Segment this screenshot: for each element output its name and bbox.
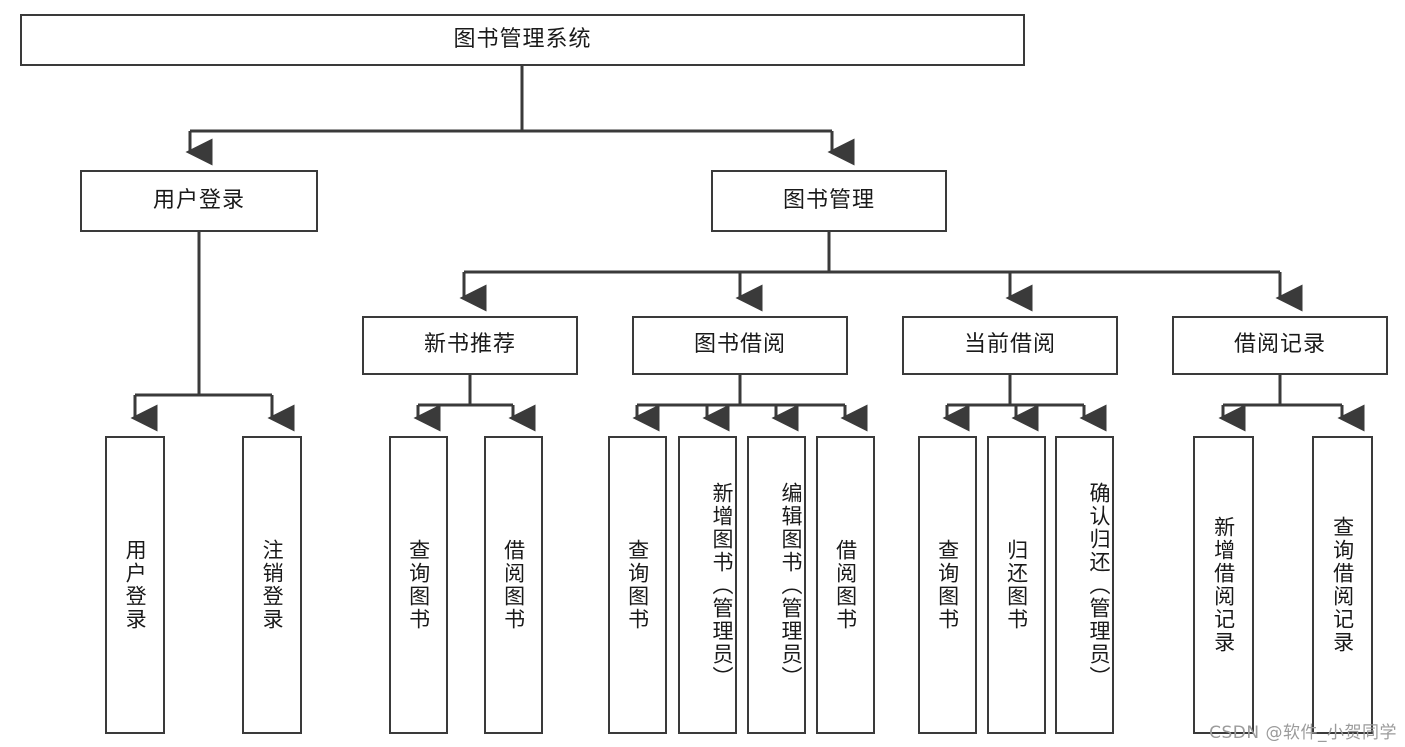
- node-label: 新增借阅记录: [1211, 516, 1236, 654]
- leaf-user-login[interactable]: 用户登录: [105, 436, 165, 734]
- node-label: 查询图书: [625, 539, 650, 631]
- node-label: 图书借阅: [693, 332, 786, 358]
- node-label: 查询借阅记录: [1330, 516, 1355, 654]
- node-label: 当前借阅: [963, 332, 1056, 358]
- node-current-borrow[interactable]: 当前借阅: [902, 316, 1118, 375]
- node-new-book-recommend[interactable]: 新书推荐: [362, 316, 578, 375]
- leaf-borrow-book[interactable]: 借阅图书: [816, 436, 875, 734]
- node-label: 归还图书: [1004, 539, 1029, 631]
- leaf-confirm-return-admin[interactable]: 确认归还（管理员）: [1055, 436, 1114, 734]
- node-label: 借阅记录: [1233, 332, 1326, 358]
- node-label: 新增图书（管理员）: [710, 481, 734, 689]
- leaf-logout[interactable]: 注销登录: [242, 436, 302, 734]
- node-label: 查询图书: [935, 539, 960, 631]
- node-user-login[interactable]: 用户登录: [80, 170, 318, 232]
- node-label: 图书管理系统: [453, 26, 592, 52]
- node-label: 确认归还（管理员）: [1087, 481, 1111, 689]
- watermark-text: CSDN @软件_小贺同学: [1209, 723, 1397, 743]
- node-book-borrow[interactable]: 图书借阅: [632, 316, 848, 375]
- leaf-add-borrow-record[interactable]: 新增借阅记录: [1193, 436, 1254, 734]
- leaf-borrow-book-recommend[interactable]: 借阅图书: [484, 436, 543, 734]
- node-label: 注销登录: [260, 539, 285, 631]
- node-label: 借阅图书: [833, 539, 858, 631]
- leaf-query-book-recommend[interactable]: 查询图书: [389, 436, 448, 734]
- node-book-management[interactable]: 图书管理: [711, 170, 947, 232]
- leaf-add-book-admin[interactable]: 新增图书（管理员）: [678, 436, 737, 734]
- leaf-query-borrow-record[interactable]: 查询借阅记录: [1312, 436, 1373, 734]
- node-label: 用户登录: [123, 539, 148, 631]
- node-label: 编辑图书（管理员）: [779, 481, 803, 689]
- node-label: 图书管理: [782, 187, 875, 213]
- node-borrow-record[interactable]: 借阅记录: [1172, 316, 1388, 375]
- node-book-management-system[interactable]: 图书管理系统: [20, 14, 1025, 66]
- leaf-query-book-borrow[interactable]: 查询图书: [608, 436, 667, 734]
- leaf-query-book-current[interactable]: 查询图书: [918, 436, 977, 734]
- leaf-edit-book-admin[interactable]: 编辑图书（管理员）: [747, 436, 806, 734]
- node-label: 查询图书: [406, 539, 431, 631]
- node-label: 借阅图书: [501, 539, 526, 631]
- node-label: 新书推荐: [423, 332, 516, 358]
- node-label: 用户登录: [152, 187, 245, 213]
- leaf-return-book[interactable]: 归还图书: [987, 436, 1046, 734]
